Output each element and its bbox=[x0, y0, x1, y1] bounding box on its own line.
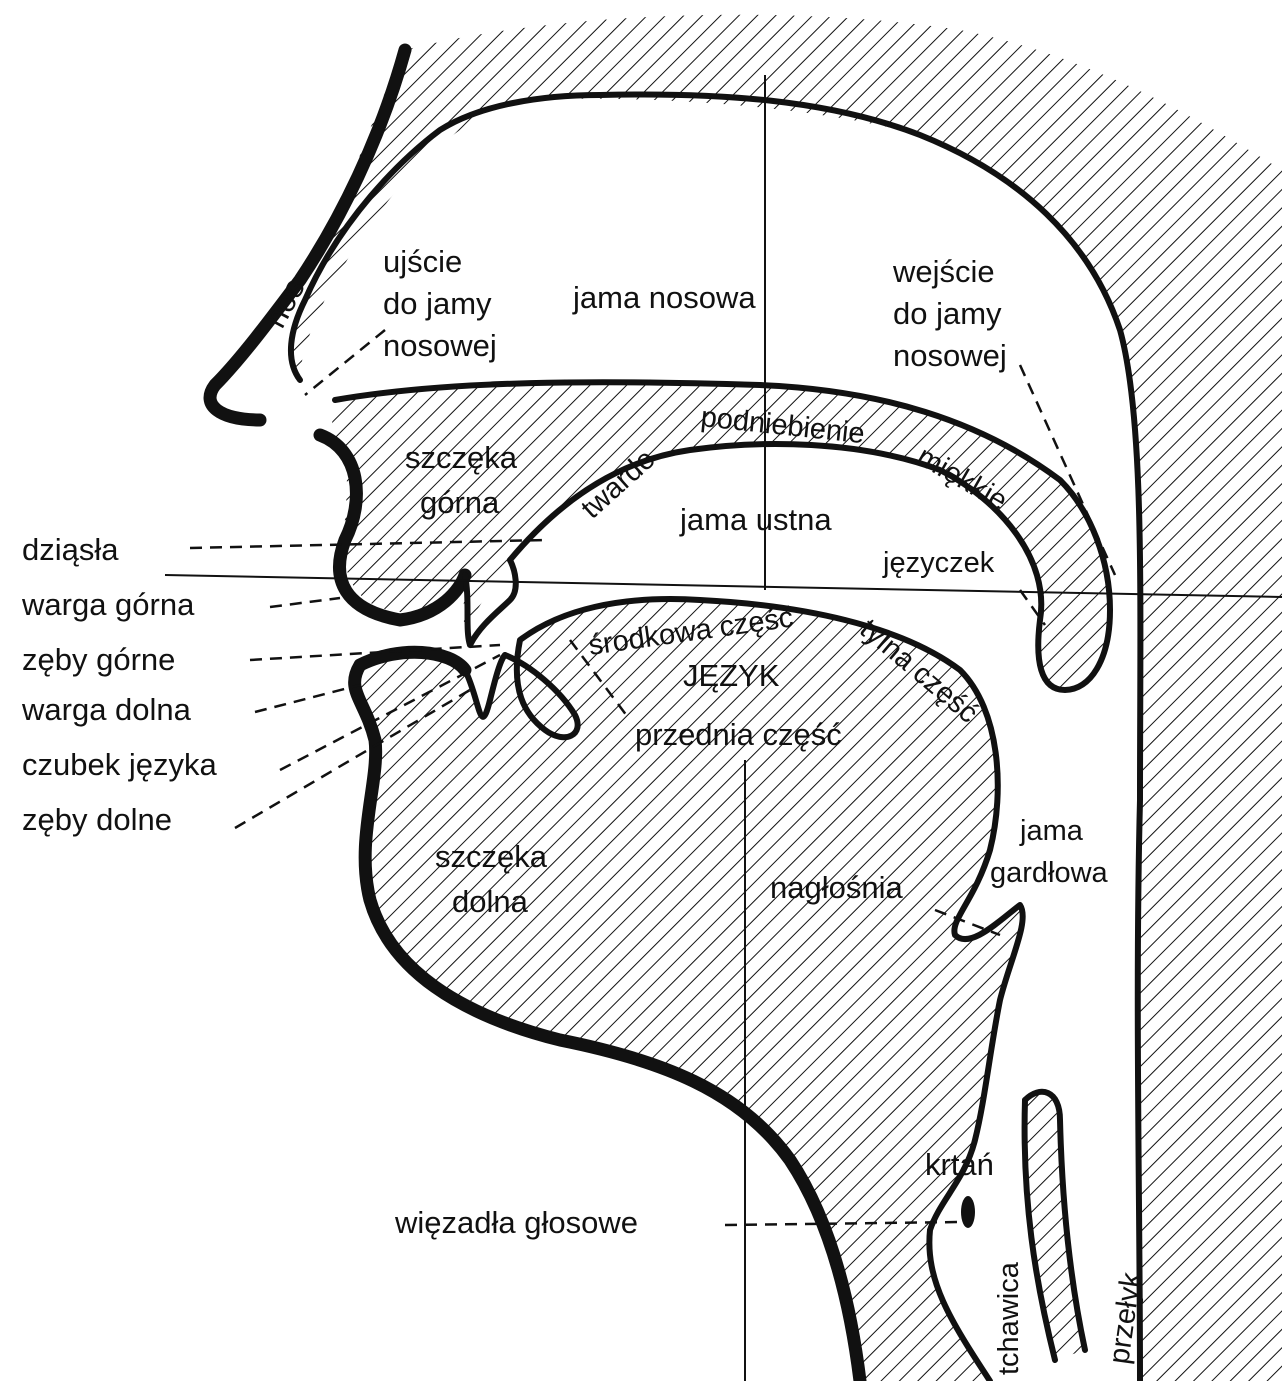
label-jama-gardlowa-2: gardłowa bbox=[990, 857, 1109, 889]
label-wejscie-1: wejście bbox=[892, 254, 995, 289]
label-szczeka-gorna-2: górna bbox=[420, 485, 500, 520]
label-ujscie-2: do jamy bbox=[383, 286, 492, 321]
label-czubek-jezyka: czubek języka bbox=[22, 747, 217, 782]
label-warga-gorna: warga górna bbox=[21, 587, 195, 622]
label-tchawica: tchawica bbox=[993, 1261, 1025, 1375]
label-przednia-czesc: przednia część bbox=[635, 717, 842, 752]
label-dziasla: dziąsła bbox=[22, 532, 119, 567]
hatched-tissue bbox=[291, 15, 1282, 1381]
label-warga-dolna: warga dolna bbox=[21, 692, 192, 727]
horizontal-axis bbox=[165, 575, 1282, 597]
label-krtan: krtań bbox=[925, 1147, 994, 1182]
larynx-strip bbox=[1025, 1092, 1085, 1360]
label-szczeka-dolna-1: szczęka bbox=[435, 839, 548, 874]
label-naglosnia: nagłośnia bbox=[770, 870, 903, 905]
label-jama-gardlowa-1: jama bbox=[1019, 815, 1084, 847]
label-szczeka-dolna-2: dolna bbox=[452, 884, 529, 919]
label-jama-nosowa: jama nosowa bbox=[572, 280, 756, 315]
label-szczeka-gorna-1: szczęka bbox=[405, 440, 518, 475]
leader-warga-gorna bbox=[270, 598, 340, 607]
label-jama-ustna: jama ustna bbox=[679, 502, 832, 537]
label-wiezadla-glosowe: więzadła głosowe bbox=[394, 1205, 638, 1240]
label-jezyczek: języczek bbox=[882, 547, 995, 579]
label-ujscie-1: ujście bbox=[383, 244, 462, 279]
nose-profile bbox=[210, 50, 405, 420]
label-wejscie-3: nosowej bbox=[893, 338, 1007, 373]
label-zeby-gorne: zęby górne bbox=[22, 642, 175, 677]
vocal-cords-mark bbox=[961, 1196, 975, 1228]
label-jezyk: JĘZYK bbox=[683, 658, 780, 693]
label-wejscie-2: do jamy bbox=[893, 296, 1002, 331]
leader-ujscie bbox=[305, 330, 385, 395]
label-ujscie-3: nosowej bbox=[383, 328, 497, 363]
label-zeby-dolne: zęby dolne bbox=[22, 802, 172, 837]
leader-warga-dolna bbox=[255, 685, 360, 712]
